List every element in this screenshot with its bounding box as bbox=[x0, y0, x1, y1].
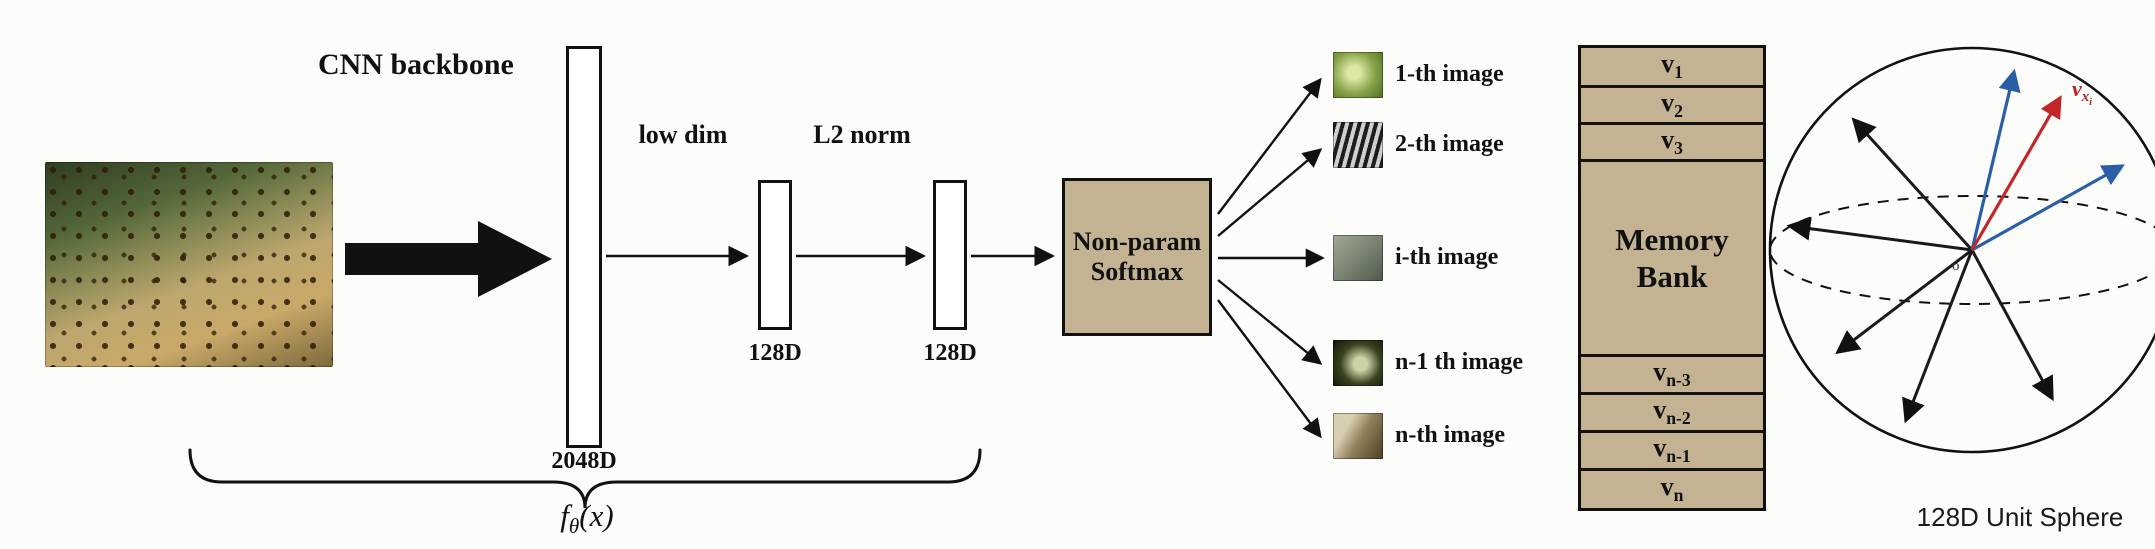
memory-row-v1: v1 bbox=[1581, 48, 1763, 88]
memory-vn-sub: n bbox=[1673, 485, 1684, 506]
memory-v2-base: v bbox=[1661, 88, 1675, 117]
memory-vn2-base: v bbox=[1653, 395, 1667, 425]
memory-bank-title-line2: Bank bbox=[1636, 259, 1708, 295]
memory-vn3-base: v bbox=[1653, 357, 1667, 387]
embedding-rect-2 bbox=[933, 180, 967, 330]
memory-vn1-base: v bbox=[1653, 433, 1667, 463]
instance-label-1: 1-th image bbox=[1395, 61, 1504, 87]
instance-label-n-1: n-1 th image bbox=[1395, 349, 1523, 375]
backbone-dim-label: 2048D bbox=[551, 448, 617, 474]
memory-row-v2: v2 bbox=[1581, 88, 1763, 126]
softmax-label-line2: Softmax bbox=[1090, 257, 1184, 286]
memory-vn-base: v bbox=[1660, 472, 1674, 502]
sphere-vector-red bbox=[1970, 95, 2062, 251]
sphere-vector-blue-1 bbox=[1970, 68, 2021, 251]
vector-label-subsub: i bbox=[2089, 97, 2093, 109]
unit-sphere bbox=[1768, 46, 2155, 454]
sphere-vector-black-5 bbox=[1970, 249, 2054, 402]
sphere-vector-black-1 bbox=[1851, 117, 1974, 252]
f-theta-brace bbox=[188, 448, 982, 509]
input-image-leopard bbox=[45, 162, 333, 367]
memory-row-v3: v3 bbox=[1581, 125, 1763, 163]
memory-vn2-sub: n-2 bbox=[1666, 408, 1691, 429]
memory-bank-title-cell: Memory Bank bbox=[1581, 162, 1763, 357]
memory-v3-base: v bbox=[1661, 125, 1675, 155]
f-theta-f: f bbox=[560, 498, 569, 533]
memory-row-vn-3: vn-3 bbox=[1581, 357, 1763, 395]
instance-thumbnail-n-1 bbox=[1333, 340, 1383, 386]
l2-norm-label: L2 norm bbox=[813, 120, 911, 149]
f-theta-sub: θ bbox=[568, 514, 580, 539]
fanout-arrow-4 bbox=[1217, 279, 1323, 365]
memory-bank-title-line1: Memory bbox=[1615, 222, 1729, 257]
instance-thumbnail-2 bbox=[1333, 122, 1383, 168]
input-arrow bbox=[345, 221, 552, 297]
instance-thumbnail-i bbox=[1333, 235, 1383, 281]
vector-label-sub: x bbox=[2081, 89, 2090, 106]
memory-v3-sub: 3 bbox=[1674, 138, 1683, 159]
memory-row-vn-2: vn-2 bbox=[1581, 395, 1763, 433]
fanout-arrow-2 bbox=[1217, 148, 1323, 237]
feature-vector-label: vxi bbox=[2072, 76, 2092, 108]
memory-vn1-sub: n-1 bbox=[1666, 446, 1691, 467]
f-theta-args: (x) bbox=[579, 498, 614, 533]
memory-row-vn-1: vn-1 bbox=[1581, 433, 1763, 471]
embedding-dim-label-1: 128D bbox=[748, 340, 802, 366]
sphere-origin-label: o bbox=[1952, 258, 1960, 274]
non-param-softmax-box: Non-param Softmax bbox=[1062, 178, 1212, 336]
fanout-arrow-5 bbox=[1217, 299, 1322, 439]
memory-row-vn: vn bbox=[1581, 471, 1763, 508]
instance-label-n: n-th image bbox=[1395, 422, 1505, 448]
embedding-rect-1 bbox=[758, 180, 792, 330]
vector-label-base: v bbox=[2072, 76, 2082, 101]
low-dim-label: low dim bbox=[638, 120, 728, 149]
fanout-arrow-1 bbox=[1217, 77, 1322, 215]
sphere-vector-black-3 bbox=[1835, 248, 1973, 355]
instance-label-i: i-th image bbox=[1395, 244, 1499, 270]
f-theta-label: fθ(x) bbox=[527, 498, 647, 539]
unit-sphere-caption: 128D Unit Sphere bbox=[1916, 502, 2124, 532]
embedding-dim-label-2: 128D bbox=[923, 340, 977, 366]
instance-label-2: 2-th image bbox=[1395, 131, 1504, 157]
memory-bank: v1 v2 v3 Memory Bank vn-3 vn-2 vn-1 vn bbox=[1578, 45, 1766, 511]
instance-thumbnail-1 bbox=[1333, 52, 1383, 98]
memory-v1-sub: 1 bbox=[1674, 62, 1683, 83]
instance-thumbnail-n bbox=[1333, 413, 1383, 459]
memory-v1-base: v bbox=[1661, 49, 1675, 79]
memory-v2-sub: 2 bbox=[1674, 101, 1683, 122]
softmax-label-line1: Non-param bbox=[1072, 227, 1202, 257]
sphere-vector-black-2 bbox=[1786, 216, 1973, 252]
sphere-vector-black-4 bbox=[1902, 249, 1974, 424]
backbone-feature-rect bbox=[566, 46, 602, 448]
sphere-vector-blue-2 bbox=[1971, 164, 2125, 252]
cnn-backbone-label: CNN backbone bbox=[318, 48, 514, 81]
memory-vn3-sub: n-3 bbox=[1666, 370, 1691, 391]
